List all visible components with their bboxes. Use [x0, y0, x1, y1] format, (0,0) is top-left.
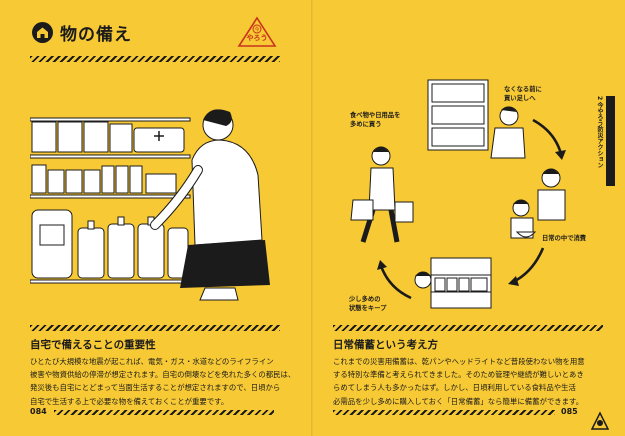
body-line: らめてしまう人も多かったはず。しかし、日頃利用している食料品や生活	[333, 383, 576, 393]
body-line: 発災後も自宅にとどまって当面生活することが想定されますので、日頃から	[30, 383, 281, 393]
left-page: 物の備え 今 やろう	[0, 0, 312, 436]
body-line: これまでの災害用備蓄は、乾パンやヘッドライトなど普段使わない物を用意	[333, 357, 585, 366]
cycle-label-keep: 少し多めの 状態をキープ	[349, 296, 387, 312]
title-divider	[30, 56, 280, 62]
cycle-label-buy: なくなる前に 買い足しへ	[504, 86, 542, 102]
body-line: 必需品を少し多めに購入しておく「日常備蓄」なら簡単に備蓄ができます。	[333, 396, 584, 406]
section-divider	[333, 325, 603, 331]
stockpile-shelf-illustration	[30, 100, 280, 325]
page-number: 084	[30, 407, 47, 416]
action-badge: 今 やろう	[237, 16, 277, 48]
body-text: これまでの災害用備蓄は、乾パンやヘッドライトなど普段使わない物を用意 する特別な…	[333, 355, 585, 408]
warning-triangle-icon: 今	[237, 16, 277, 47]
body-text: ひとたび大規模な地震が起これば、電気・ガス・水道などのライフライン 被害や物資供…	[30, 355, 295, 408]
body-line: する特別な準備と考えられてきました。そのため管理や継続が難しいとあき	[333, 370, 584, 380]
house-icon	[32, 22, 53, 43]
chapter-tab	[606, 96, 615, 186]
svg-text:今: 今	[254, 26, 259, 33]
section-heading: 日常備蓄という考え方	[333, 339, 438, 351]
body-line: 自宅で生活する上で必要な物を備えておくことが重要です。	[30, 396, 229, 406]
chapter-label: 2 今やろう防災アクション	[593, 96, 605, 168]
stockpile-cycle-illustration	[333, 70, 573, 320]
page-number: 085	[561, 407, 578, 416]
cycle-label-stock: 食べ物や日用品を 多めに買う	[350, 112, 401, 128]
chapter-title: 今やろう防災アクション	[596, 102, 603, 169]
chapter-index: 2	[596, 96, 603, 101]
section-heading: 自宅で備えることの重要性	[30, 339, 156, 351]
body-line: 被害や物資供給の停滞が想定されます。自宅の倒壊などを免れた多くの都民は、	[30, 370, 296, 380]
page-title: 物の備え	[60, 25, 132, 45]
footer-divider	[54, 410, 274, 415]
badge-label: やろう	[246, 34, 268, 42]
right-page: 2 今やろう防災アクション	[313, 0, 625, 436]
footer-divider	[333, 410, 555, 415]
section-divider	[30, 325, 280, 331]
cycle-label-consume: 日常の中で消費	[542, 235, 587, 242]
safety-mascot-icon	[589, 409, 611, 435]
gutter	[311, 0, 313, 436]
body-line: ひとたび大規模な地震が起これば、電気・ガス・水道などのライフライン	[30, 357, 274, 366]
